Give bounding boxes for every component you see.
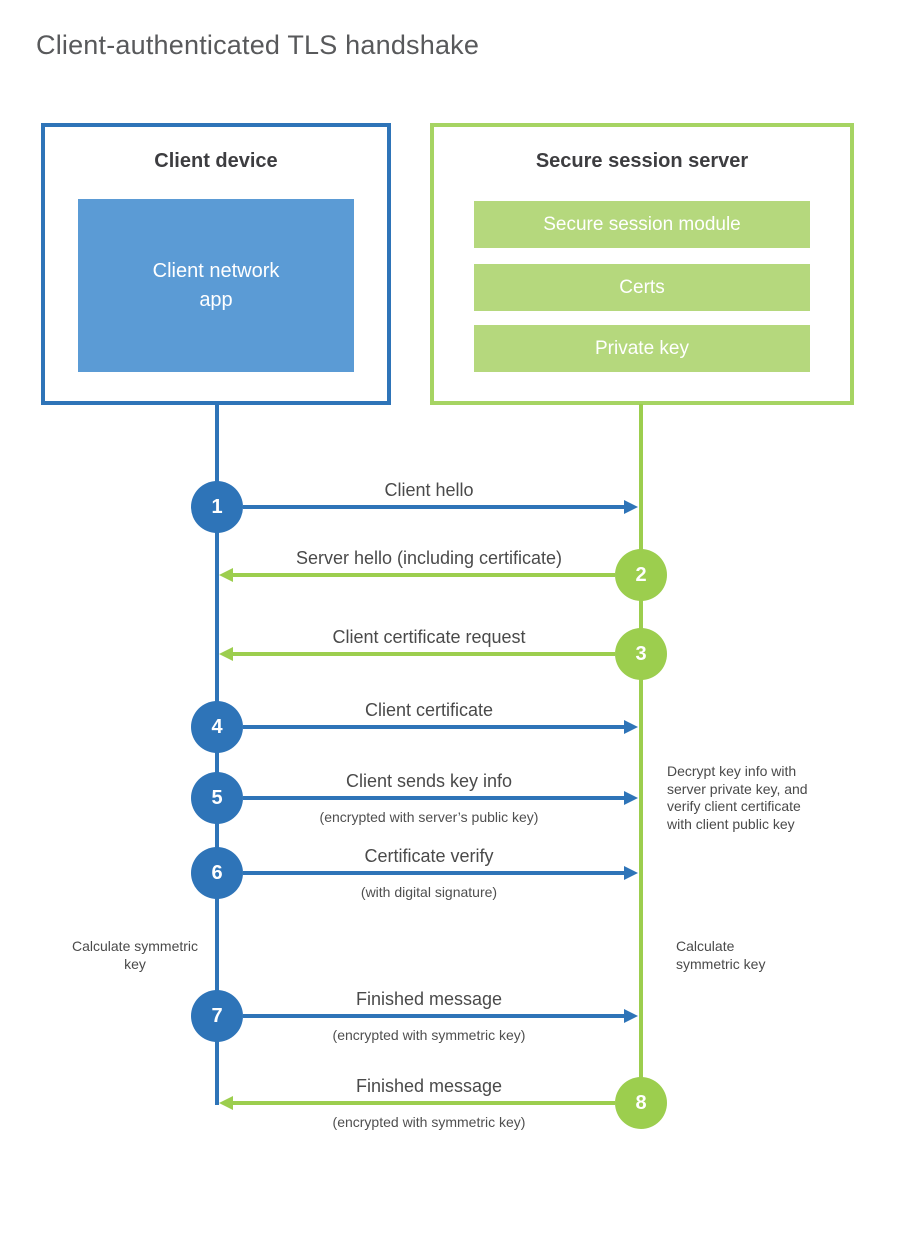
client-network-app-label: Client network app bbox=[152, 259, 280, 311]
message-label-step-6: Certificate verify bbox=[364, 846, 494, 866]
message-label-step-7: Finished message bbox=[355, 989, 503, 1009]
arrow-right-icon bbox=[624, 1009, 638, 1023]
message-label-step-2: Server hello (including certificate) bbox=[295, 548, 563, 568]
arrow-left-icon bbox=[219, 647, 233, 661]
server-lifeline bbox=[639, 404, 643, 1105]
step-badge-7: 7 bbox=[191, 990, 243, 1042]
arrow-right-icon bbox=[624, 720, 638, 734]
calculate-symmetric-key-client: Calculate symmetric key bbox=[71, 938, 199, 972]
arrow-line-step-2 bbox=[233, 573, 615, 577]
server-decrypt-note: Decrypt key info with server private key… bbox=[667, 763, 808, 832]
message-sublabel-step-6: (with digital signature) bbox=[360, 884, 498, 900]
server-module-secure-session-module: Secure session module bbox=[474, 201, 810, 248]
arrow-line-step-5 bbox=[243, 796, 624, 800]
server-module-certs: Certs bbox=[474, 264, 810, 311]
message-label-step-1: Client hello bbox=[384, 480, 474, 500]
message-sublabel-step-7: (encrypted with symmetric key) bbox=[332, 1027, 526, 1043]
server-module-private-key: Private key bbox=[474, 325, 810, 372]
step-badge-3: 3 bbox=[615, 628, 667, 680]
arrow-right-icon bbox=[624, 500, 638, 514]
arrow-right-icon bbox=[624, 866, 638, 880]
arrow-line-step-3 bbox=[233, 652, 615, 656]
client-network-app-box: Client network app bbox=[78, 199, 354, 372]
client-lifeline bbox=[215, 404, 219, 1105]
step-badge-1: 1 bbox=[191, 481, 243, 533]
step-badge-2: 2 bbox=[615, 549, 667, 601]
arrow-line-step-6 bbox=[243, 871, 624, 875]
step-badge-5: 5 bbox=[191, 772, 243, 824]
message-label-step-5: Client sends key info bbox=[345, 771, 513, 791]
message-sublabel-step-5: (encrypted with server’s public key) bbox=[319, 809, 539, 825]
page-title: Client-authenticated TLS handshake bbox=[36, 30, 480, 60]
message-label-step-8: Finished message bbox=[355, 1076, 503, 1096]
arrow-right-icon bbox=[624, 791, 638, 805]
message-label-step-3: Client certificate request bbox=[332, 627, 526, 647]
secure-session-server-title: Secure session server bbox=[535, 150, 749, 172]
client-device-title: Client device bbox=[154, 150, 278, 172]
arrow-line-step-8 bbox=[233, 1101, 615, 1105]
step-badge-4: 4 bbox=[191, 701, 243, 753]
arrow-line-step-1 bbox=[243, 505, 624, 509]
arrow-left-icon bbox=[219, 1096, 233, 1110]
step-badge-6: 6 bbox=[191, 847, 243, 899]
message-sublabel-step-8: (encrypted with symmetric key) bbox=[332, 1114, 526, 1130]
message-label-step-4: Client certificate bbox=[364, 700, 494, 720]
step-badge-8: 8 bbox=[615, 1077, 667, 1129]
arrow-left-icon bbox=[219, 568, 233, 582]
calculate-symmetric-key-server: Calculate symmetric key bbox=[676, 938, 766, 972]
arrow-line-step-7 bbox=[243, 1014, 624, 1018]
arrow-line-step-4 bbox=[243, 725, 624, 729]
